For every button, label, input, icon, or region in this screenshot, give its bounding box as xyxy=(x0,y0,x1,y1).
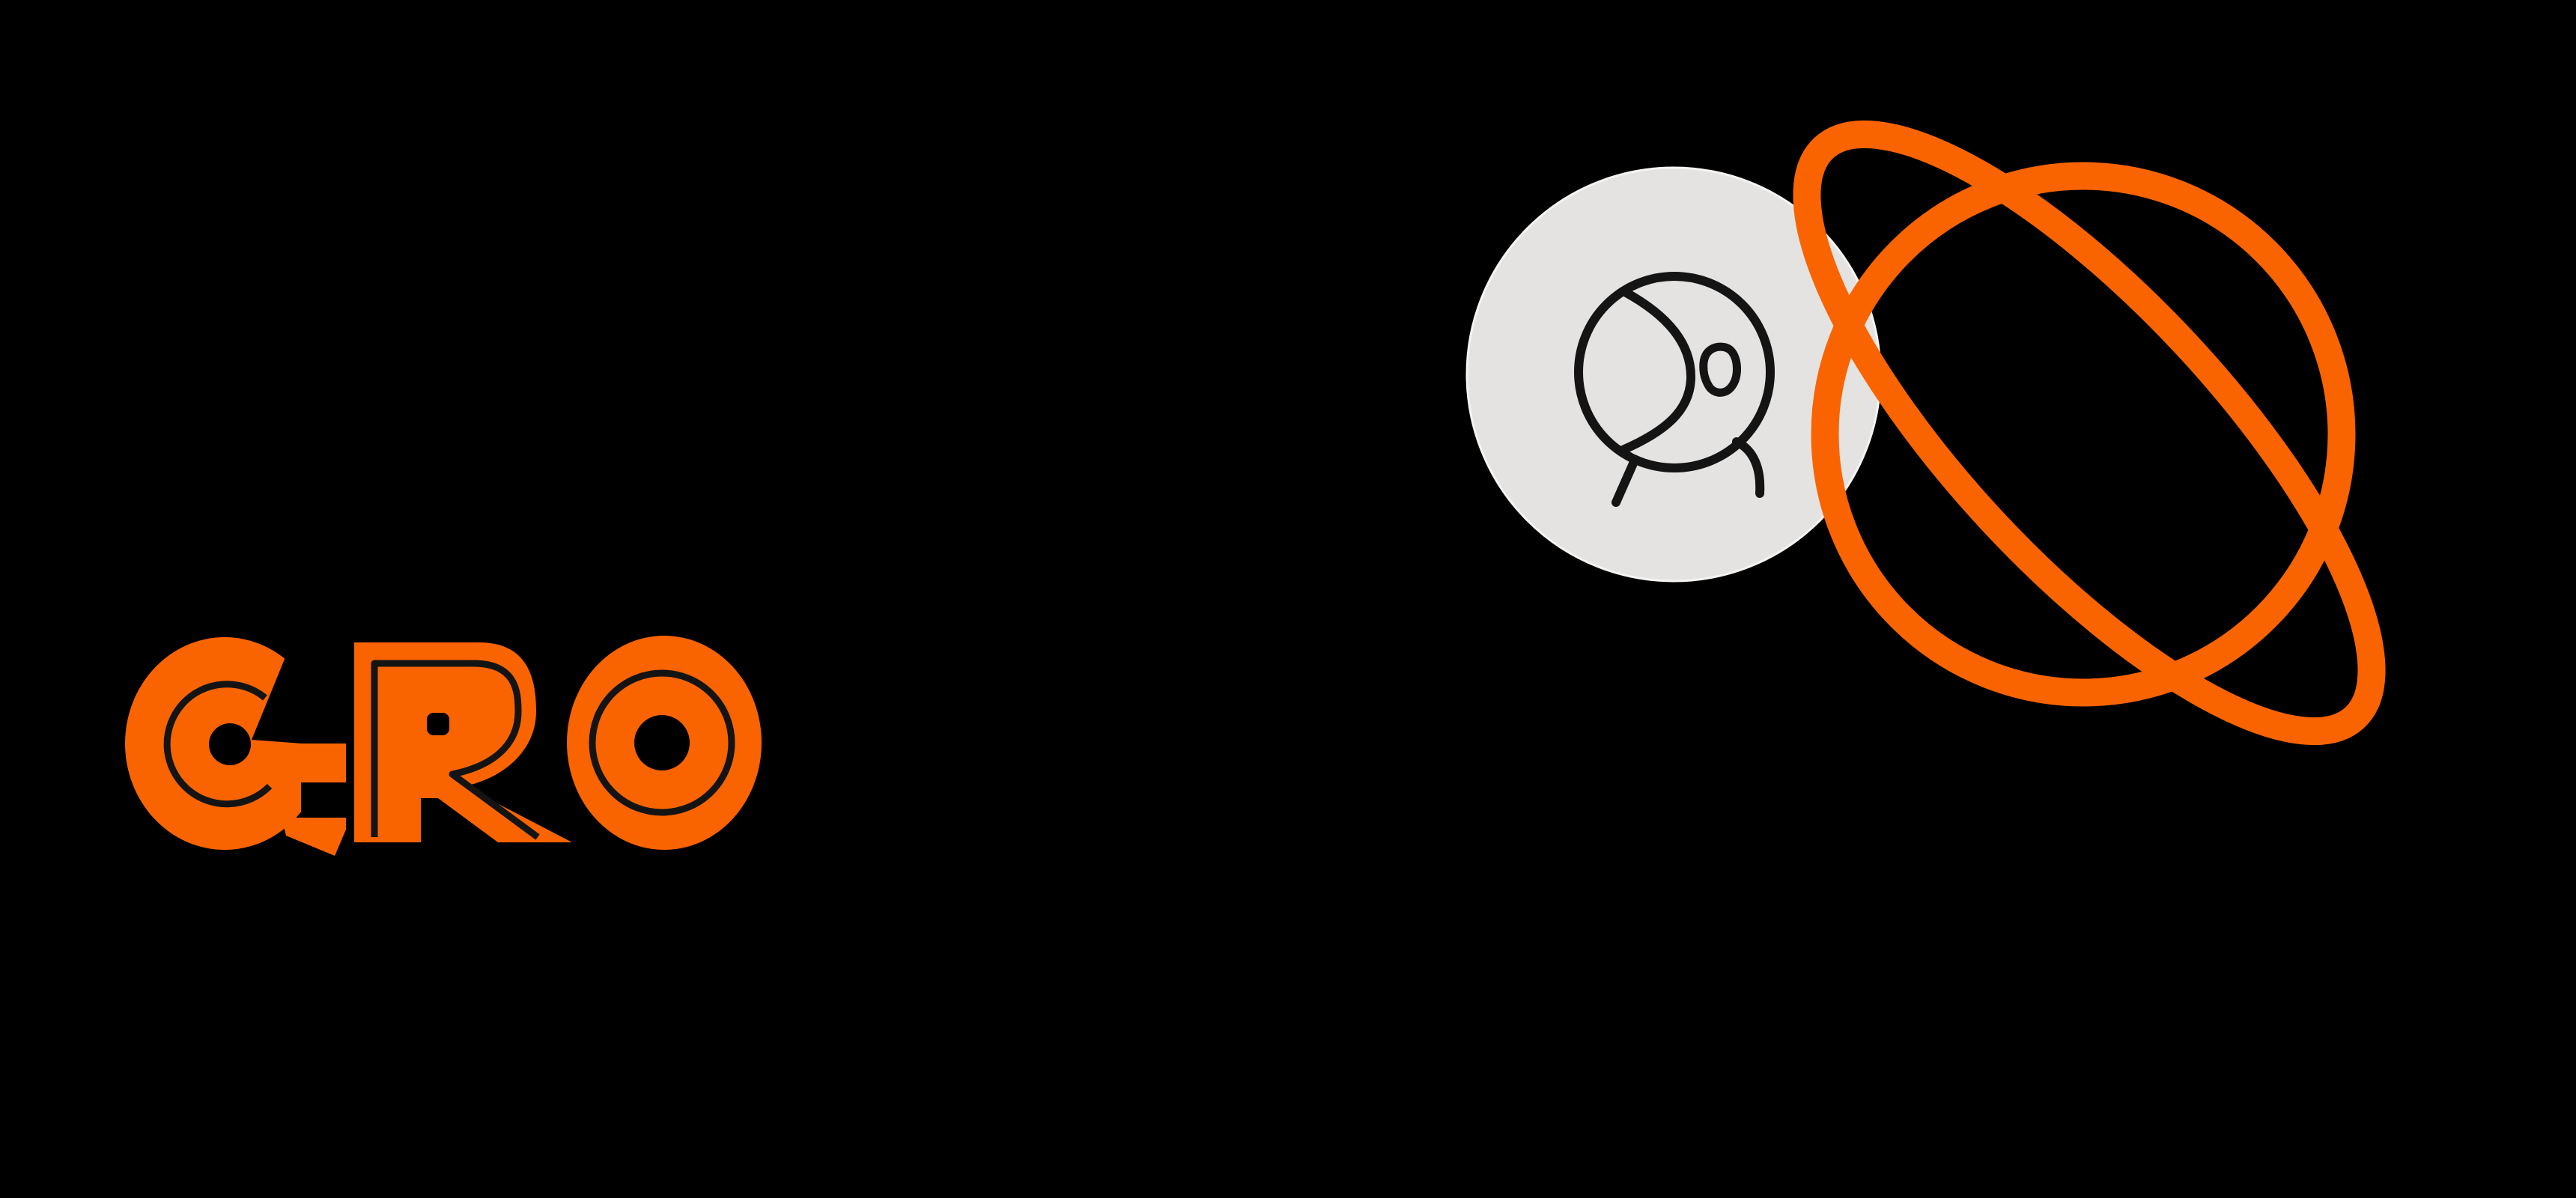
webcam-icon xyxy=(1574,272,1775,507)
webcam-lens-highlight xyxy=(1699,342,1741,397)
webcam-left-leg xyxy=(1611,459,1638,507)
wordmark-letter-r xyxy=(354,642,572,842)
webcam-right-leg xyxy=(1732,437,1765,498)
planet-ring xyxy=(1793,120,2386,746)
ringed-planet-icon xyxy=(1793,120,2386,746)
wordmark-letter-g xyxy=(125,637,352,856)
gro-wordmark xyxy=(125,636,762,856)
webcam-shell xyxy=(1574,272,1775,472)
webcam-visor xyxy=(1618,288,1695,454)
icon-badge xyxy=(1465,166,1882,583)
planet-body xyxy=(1811,162,2356,707)
wordmark-letter-o xyxy=(567,636,762,850)
